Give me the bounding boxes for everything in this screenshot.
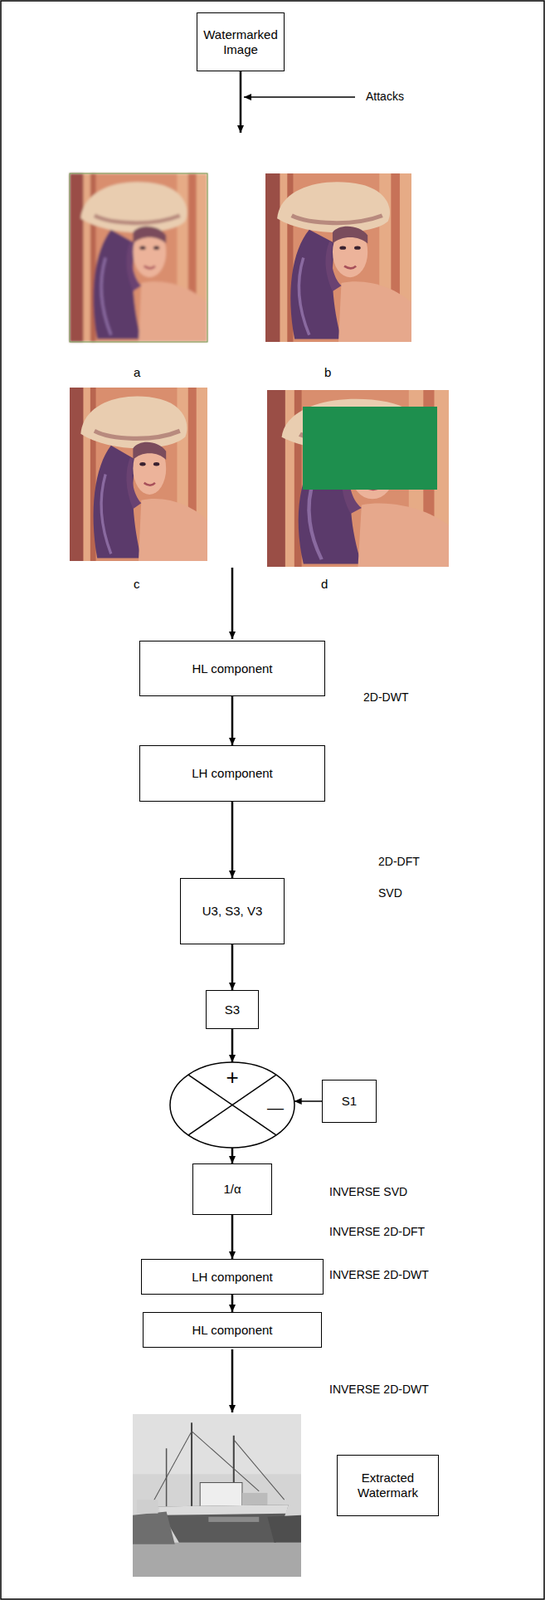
panel-letter: c bbox=[132, 576, 142, 592]
attacked-image-b bbox=[265, 173, 412, 342]
attacked-image-c bbox=[69, 387, 208, 561]
step-label: 2D-DWT bbox=[362, 690, 409, 705]
step-label: INVERSE 2D-DFT bbox=[328, 1224, 426, 1239]
subband-box: LH component bbox=[141, 1258, 324, 1295]
singular-value-box: S1 bbox=[321, 1079, 377, 1123]
scale-box: 1/α bbox=[192, 1162, 273, 1215]
step-label: INVERSE SVD bbox=[328, 1184, 409, 1199]
box-text: LH component bbox=[191, 765, 273, 781]
attacked-image-d bbox=[267, 389, 449, 567]
attack-arrow bbox=[243, 96, 356, 98]
flow-arrow bbox=[239, 71, 243, 133]
subband-box: HL component bbox=[139, 640, 326, 696]
box-text: Extracted Watermark bbox=[341, 1469, 434, 1500]
box-text: U3, S3, V3 bbox=[202, 903, 263, 919]
attack-label: Attacks bbox=[364, 89, 405, 104]
flow-arrow bbox=[231, 1348, 234, 1412]
flow-arrow bbox=[231, 801, 234, 878]
box-text: Watermarked Image bbox=[201, 27, 280, 58]
step-label: 2D-DFT bbox=[377, 854, 421, 869]
step-label: SVD bbox=[377, 885, 404, 901]
flow-arrow bbox=[231, 695, 234, 745]
flow-arrow bbox=[231, 1147, 234, 1163]
box-text: HL component bbox=[191, 1322, 273, 1338]
input-box: Watermarked Image bbox=[196, 12, 285, 72]
subband-box: LH component bbox=[139, 744, 326, 802]
flow-arrow bbox=[231, 1294, 234, 1312]
flow-arrow bbox=[231, 1214, 234, 1259]
svd-box: U3, S3, V3 bbox=[180, 877, 285, 945]
box-text: LH component bbox=[191, 1269, 273, 1285]
panel-letter: d bbox=[320, 576, 329, 592]
step-label: INVERSE 2D-DWT bbox=[328, 1267, 430, 1282]
box-text: S3 bbox=[224, 1002, 240, 1018]
panel-letter: b bbox=[323, 364, 332, 380]
subtract-junction: +— bbox=[169, 1060, 296, 1149]
flow-arrow bbox=[294, 1099, 322, 1102]
box-text: HL component bbox=[191, 661, 273, 677]
minus-sign: — bbox=[267, 1099, 284, 1116]
plus-sign: + bbox=[225, 1065, 239, 1088]
attacked-image-a bbox=[69, 173, 208, 342]
step-label: INVERSE 2D-DWT bbox=[328, 1381, 430, 1397]
flow-arrow bbox=[231, 944, 234, 990]
box-text: S1 bbox=[341, 1093, 357, 1109]
extracted-watermark-image bbox=[132, 1413, 302, 1577]
subband-box: HL component bbox=[142, 1311, 322, 1348]
flow-arrow bbox=[231, 1028, 234, 1062]
box-text: 1/α bbox=[223, 1181, 241, 1197]
panel-letter: a bbox=[132, 364, 142, 380]
output-box: Extracted Watermark bbox=[336, 1454, 439, 1516]
flow-arrow bbox=[231, 567, 234, 639]
singular-value-box: S3 bbox=[205, 989, 259, 1029]
